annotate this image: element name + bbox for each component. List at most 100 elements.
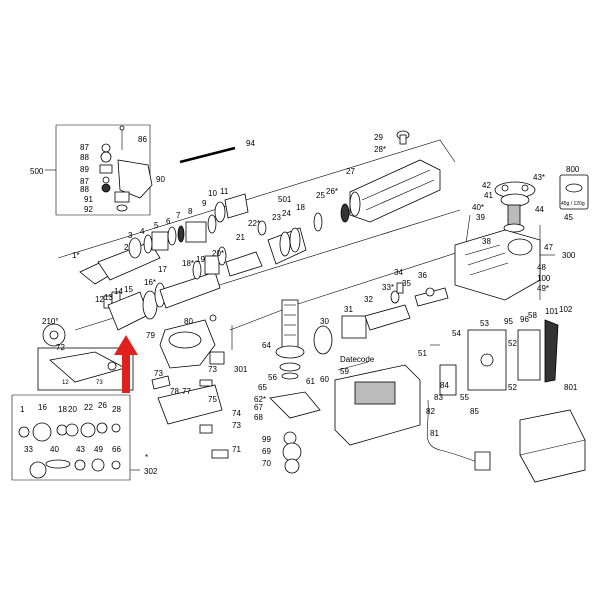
box-302-kit [11, 394, 131, 481]
part-51-switch [439, 364, 457, 396]
label-84: 84 [440, 381, 449, 390]
label-73c: 73 [208, 365, 217, 374]
label-21: 21 [236, 233, 245, 242]
red-arrow [114, 335, 138, 393]
kit-16 [32, 422, 52, 442]
part-45-bearing [503, 223, 525, 233]
label-7: 7 [176, 211, 181, 220]
label-39: 39 [476, 213, 485, 222]
label-87a: 87 [80, 143, 89, 152]
label-datecode: Datecode [340, 355, 375, 364]
label-82: 82 [426, 407, 435, 416]
label-99: 99 [262, 435, 271, 444]
label-72: 72 [56, 343, 65, 352]
label-300: 300 [562, 251, 576, 260]
part-3-ring [128, 237, 142, 259]
label-12: 12 [95, 295, 104, 304]
label-86: 86 [138, 135, 147, 144]
label-78: 78 [170, 387, 179, 396]
label-6: 6 [166, 217, 171, 226]
label-36: 36 [418, 271, 427, 280]
part-26-ring [340, 203, 350, 223]
label-41: 41 [484, 191, 493, 200]
part-21-piston [225, 251, 263, 277]
part-90-chisel-holder [117, 159, 153, 199]
box-500 [55, 124, 151, 216]
part-22-ring [257, 220, 267, 236]
label-22: 22* [248, 219, 260, 228]
label-27: 27 [346, 167, 355, 176]
label-801: 801 [564, 383, 578, 392]
label-43: 43* [533, 173, 545, 182]
label-61: 61 [306, 377, 315, 386]
label-73b: 73 [154, 369, 163, 378]
label-92: 92 [84, 205, 93, 214]
kit-33 [29, 461, 47, 479]
label-501: 501 [278, 195, 292, 204]
part-11-housing [224, 193, 249, 219]
part-32-striker [364, 304, 411, 331]
part-64-fan [275, 345, 305, 359]
part-94-chisel [179, 146, 236, 164]
label-3: 3 [128, 231, 133, 240]
kit-49 [91, 458, 105, 472]
label-77: 77 [182, 387, 191, 396]
label-24: 24 [282, 209, 291, 218]
label-5: 5 [154, 221, 159, 230]
label-30: 30 [320, 317, 329, 326]
label-60: 60 [320, 375, 329, 384]
part-18-ring [192, 260, 202, 280]
part-34-pin [396, 282, 404, 294]
label-79: 79 [146, 331, 155, 340]
label-75: 75 [208, 395, 217, 404]
kit-label-star: * [145, 453, 148, 462]
label-52a: 52 [508, 339, 517, 348]
part-69-washer [282, 442, 302, 462]
label-20: 20* [212, 249, 224, 258]
label-95: 95 [504, 317, 513, 326]
label-81: 81 [430, 429, 439, 438]
label-45: 45 [564, 213, 573, 222]
kit-66 [111, 460, 121, 470]
label-23: 23 [272, 213, 281, 222]
label-68: 68 [254, 413, 263, 422]
kit-20 [65, 423, 79, 437]
label-11: 11 [220, 187, 229, 196]
part-5-spring [151, 231, 169, 251]
label-17: 17 [158, 265, 167, 274]
kit-22 [80, 422, 96, 438]
label-34: 34 [394, 268, 403, 277]
label-73d: 73 [232, 421, 241, 430]
part-68-baffle [269, 391, 321, 419]
part-9-ring [207, 214, 217, 234]
part-73-clip [151, 375, 171, 390]
label-54: 54 [452, 329, 461, 338]
label-59: 59 [340, 367, 349, 376]
kit-43 [74, 459, 86, 471]
label-47: 47 [544, 243, 553, 252]
label-14: 14 [114, 287, 123, 296]
label-49: 49* [537, 284, 549, 293]
kit-label-28: 28 [112, 405, 121, 414]
label-83: 83 [434, 393, 443, 402]
part-88-ring [100, 151, 112, 163]
label-19: 19 [196, 255, 205, 264]
kit-label-1: 1 [20, 405, 25, 414]
label-51: 51 [418, 349, 427, 358]
kit-label-49: 49 [94, 445, 103, 454]
upper-guide-line [57, 139, 456, 259]
label-64: 64 [262, 341, 271, 350]
label-58: 58 [528, 311, 537, 320]
part-7-ring [177, 225, 185, 243]
part-27-tube [349, 159, 441, 223]
label-65: 65 [258, 383, 267, 392]
label-91: 91 [84, 195, 93, 204]
label-1: 1* [72, 251, 80, 260]
label-35: 35 [402, 279, 411, 288]
kit-label-22: 22 [84, 403, 93, 412]
label-73a: 73 [96, 380, 103, 386]
label-80: 80 [184, 317, 193, 326]
label-102: 102 [559, 305, 573, 314]
part-30-ring [313, 325, 333, 355]
